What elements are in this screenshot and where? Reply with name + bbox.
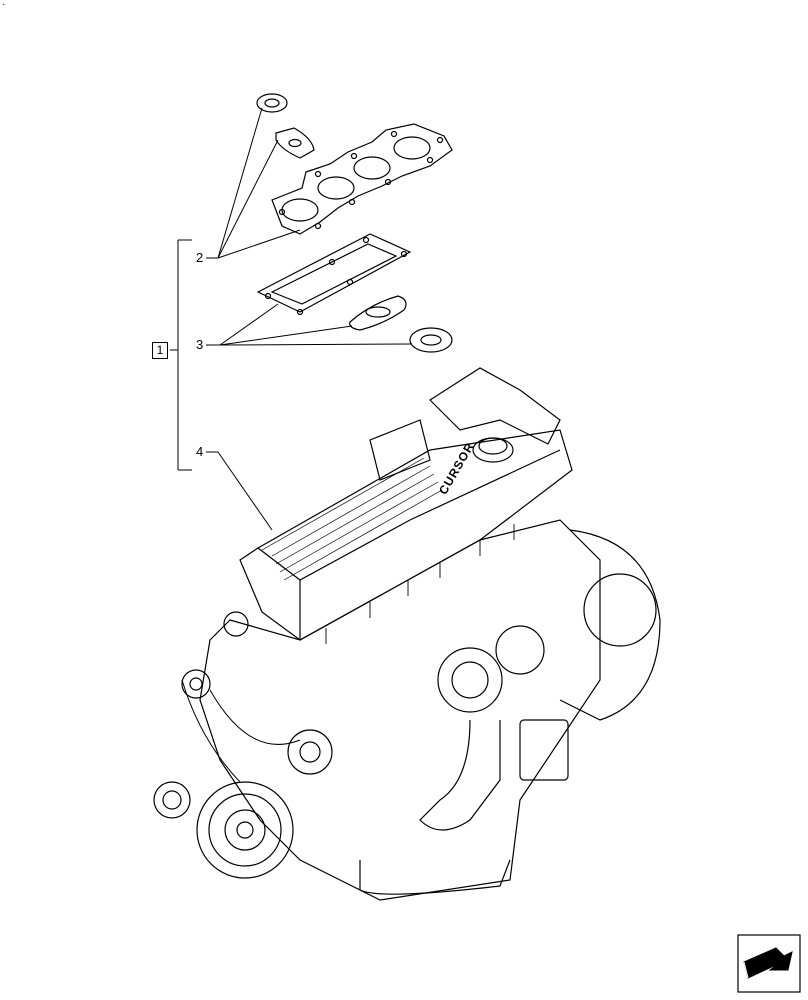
lower-gasket-group [256, 233, 453, 353]
top-marker: · [2, 0, 6, 10]
upper-gasket-group [256, 93, 453, 235]
oval-flange-gasket [349, 295, 407, 331]
callout-gasket-set-lower: 3 [196, 337, 204, 352]
oil-filler-cap [472, 437, 514, 463]
head-gasket [271, 123, 453, 235]
oil-filter [519, 719, 569, 781]
crank-pulley [196, 781, 294, 879]
washer-upper [256, 93, 288, 113]
next-page-arrow-icon[interactable] [737, 934, 801, 993]
leader-lines [170, 107, 413, 531]
callout-gasket-set-upper: 2 [196, 250, 204, 265]
compressor-pulley [153, 781, 191, 819]
callout-engine: 4 [196, 444, 204, 459]
manifold-gasket [256, 233, 412, 316]
turbocharger [437, 647, 503, 713]
flange-gasket-small [275, 127, 315, 159]
callout-assembly: 1 [152, 342, 168, 359]
engine-assembly [153, 367, 661, 901]
washer-lower [409, 327, 453, 353]
